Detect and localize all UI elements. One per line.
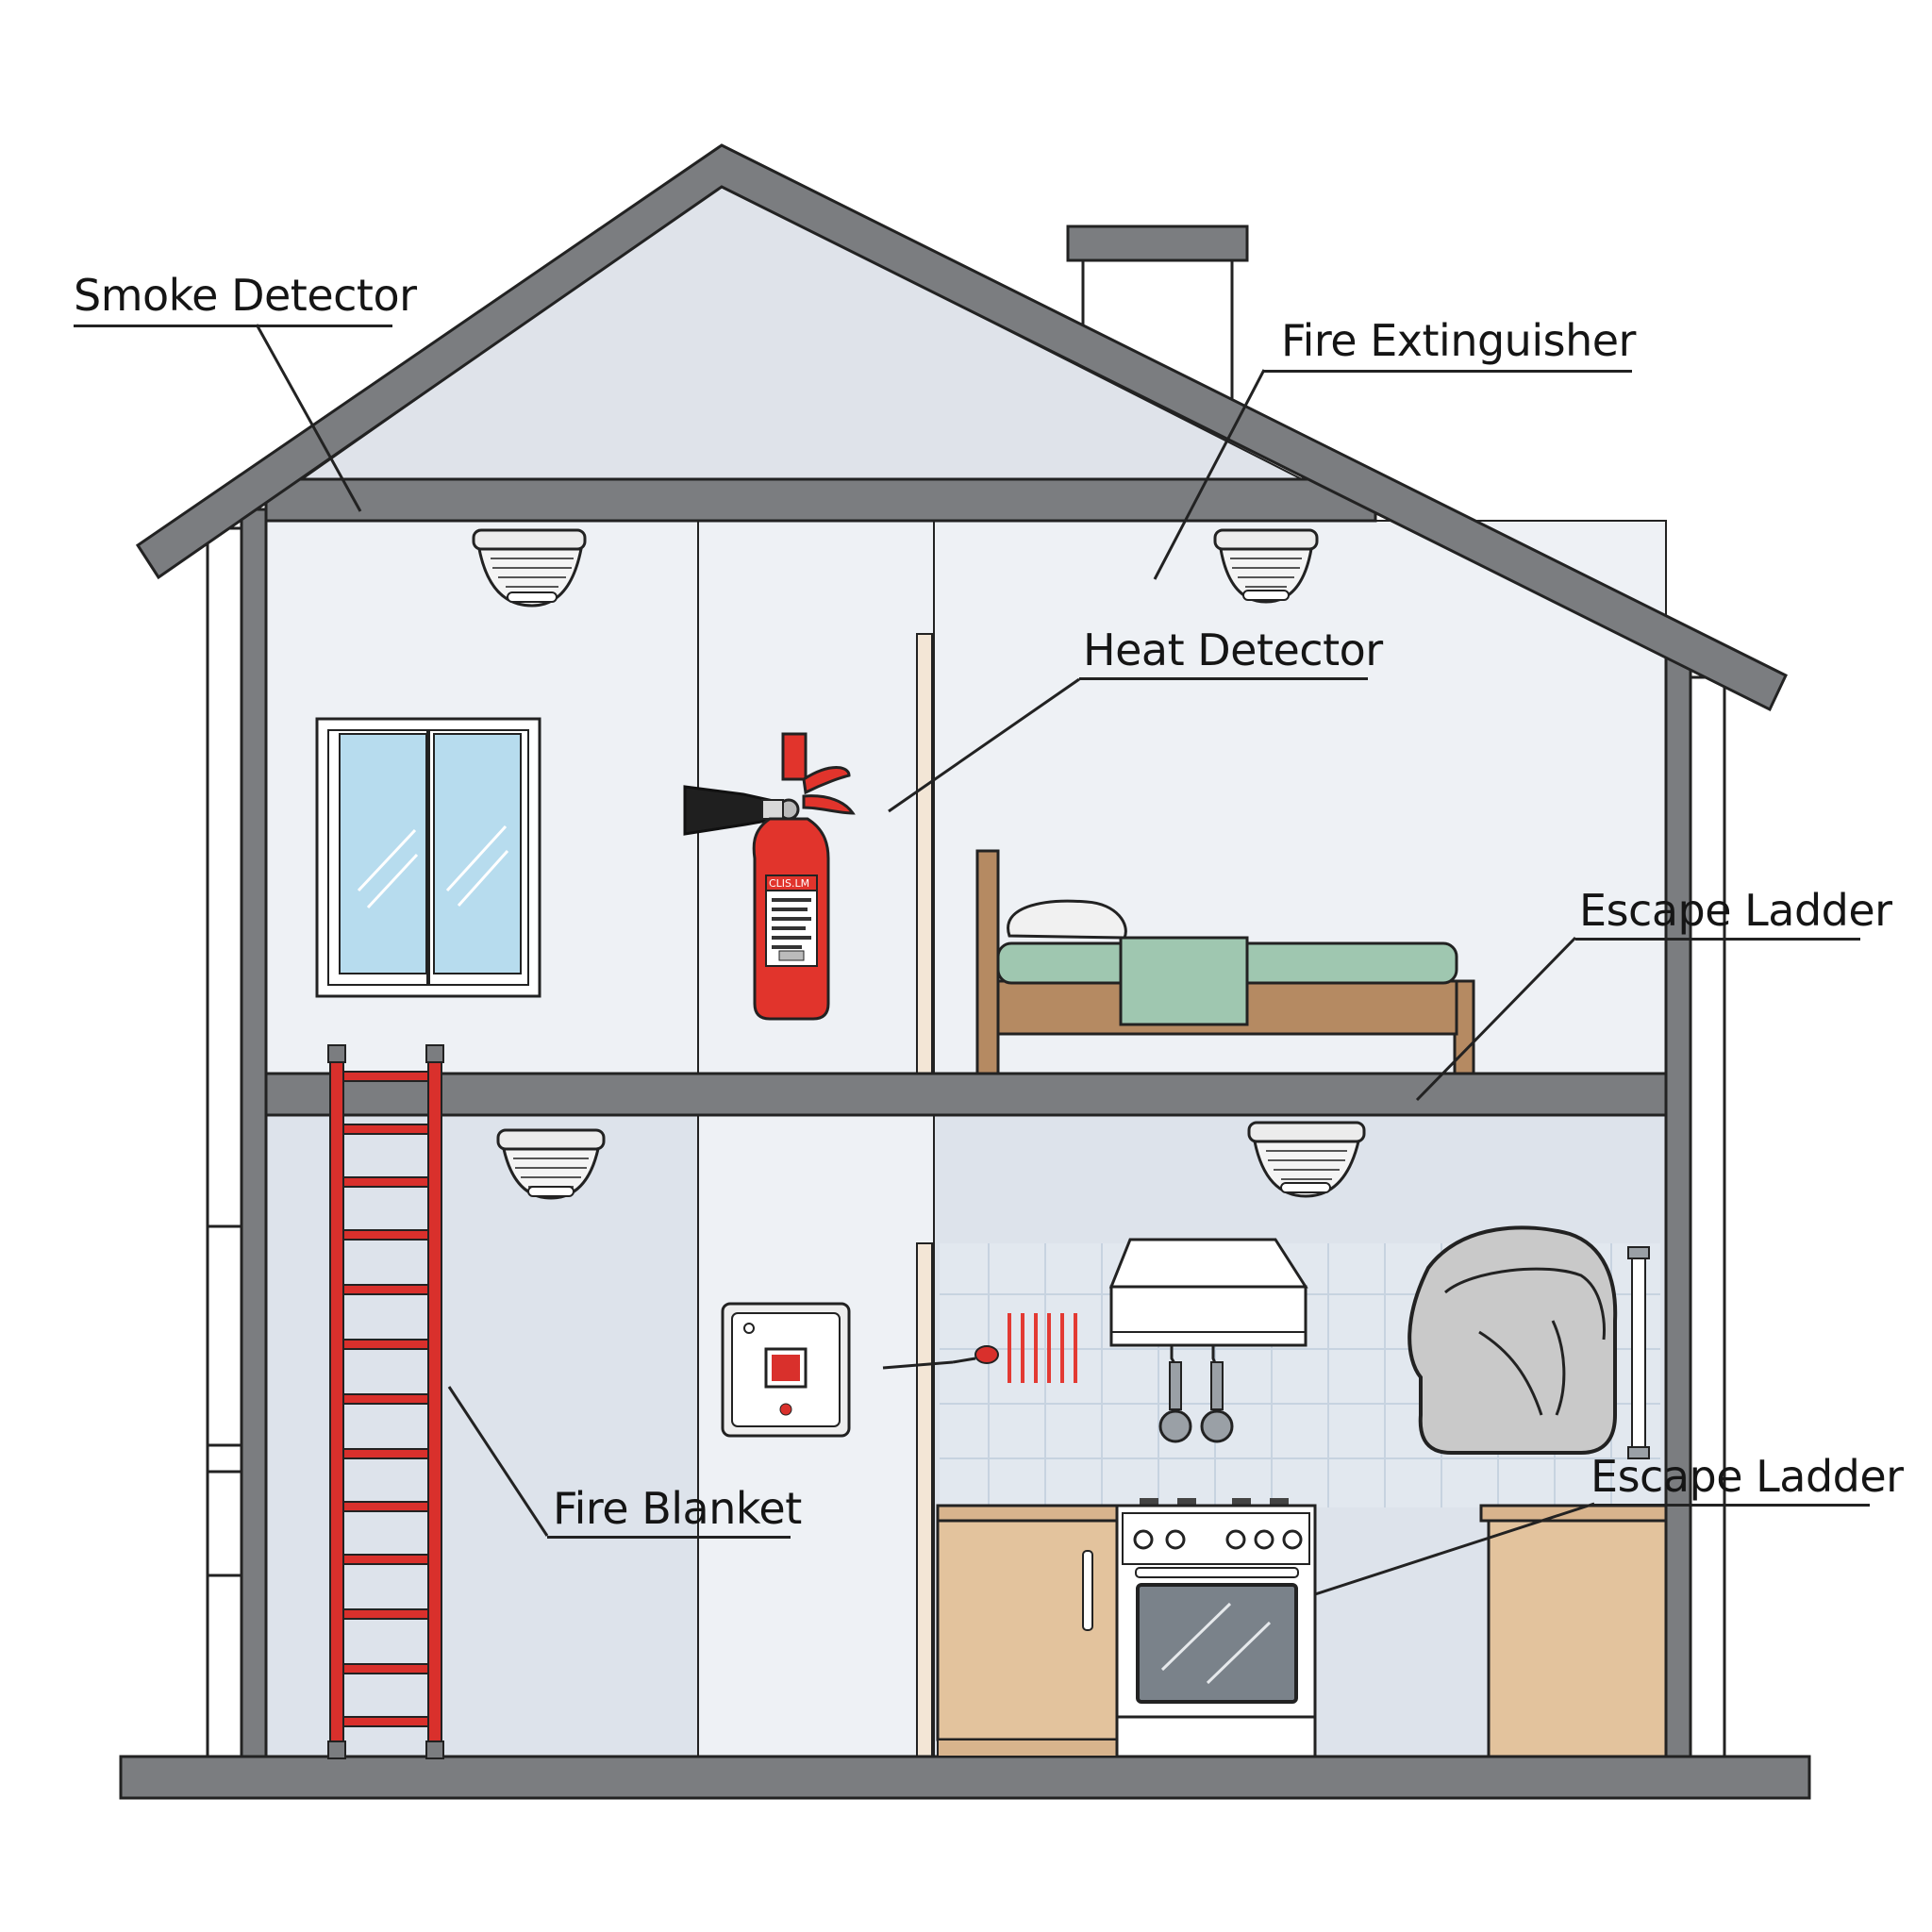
window-icon	[315, 717, 541, 998]
heat-detector-icon	[1213, 528, 1319, 604]
leader-lines	[255, 324, 1595, 1596]
smoke-detector-label: Smoke Detector	[74, 270, 417, 321]
heat-detector-underline	[1079, 677, 1368, 680]
range-hood-icon	[1108, 1238, 1308, 1443]
smoke-detector-underline	[74, 325, 392, 327]
fire-blanket-underline	[547, 1536, 791, 1539]
left-siding	[206, 526, 245, 1758]
lower-door-trim	[916, 1242, 933, 1757]
escape-ladder-lower-underline	[1591, 1504, 1870, 1507]
kitchen-cabinet-left	[936, 1504, 1119, 1757]
fire-extinguisher-underline	[1264, 370, 1632, 373]
bed-icon	[975, 849, 1475, 1075]
escape-ladder-lower-label: Escape Ladder	[1591, 1451, 1904, 1502]
house-structure	[119, 143, 1811, 1800]
fire-blanket-icon	[1407, 1225, 1650, 1459]
smoke-detector-icon	[472, 528, 587, 608]
alarm-call-point-icon	[721, 1302, 851, 1438]
kitchen-cabinet-right	[1479, 1504, 1668, 1758]
stove-icon	[1115, 1498, 1317, 1758]
smoke-detector-icon	[496, 1128, 606, 1200]
escape-ladder-upper-label: Escape Ladder	[1579, 885, 1892, 936]
fire-blanket-label: Fire Blanket	[553, 1483, 802, 1534]
escape-ladder-icon	[327, 1044, 444, 1759]
fire-extinguisher-icon: CLIS.LM	[683, 732, 856, 1021]
heat-detector-label: Heat Detector	[1083, 625, 1383, 675]
fire-extinguisher-label: Fire Extinguisher	[1281, 315, 1636, 366]
extinguisher-panel-text: CLIS.LM	[769, 877, 809, 890]
smoke-detector-icon	[1247, 1121, 1366, 1198]
upper-door-trim	[916, 633, 933, 1074]
heat-probe-icon	[952, 1313, 1077, 1383]
escape-ladder-upper-underline	[1575, 938, 1860, 941]
right-siding	[1687, 675, 1726, 1758]
